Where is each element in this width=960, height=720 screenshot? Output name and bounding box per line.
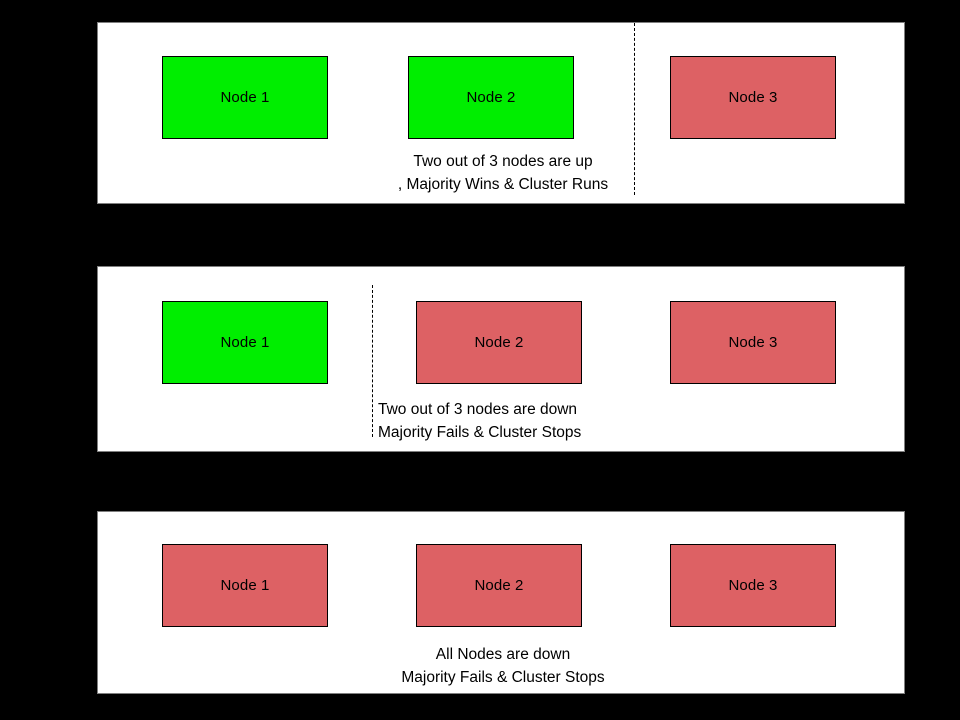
- scenario-panel-majority-up: Node 1 Node 2 Node 3 Two out of 3 nodes …: [97, 22, 905, 204]
- panel2-caption: Two out of 3 nodes are down Majority Fai…: [378, 398, 678, 444]
- node-label: Node 1: [220, 89, 270, 106]
- caption-line-2: , Majority Wins & Cluster Runs: [397, 176, 609, 193]
- node-label: Node 2: [474, 334, 524, 351]
- node-box-panel3-node1[interactable]: Node 1: [162, 544, 328, 627]
- node-label: Node 1: [220, 334, 270, 351]
- dashed-divider-line-icon: [634, 23, 635, 195]
- caption-line-1: All Nodes are down: [435, 646, 571, 663]
- caption-line-1: Two out of 3 nodes are down: [378, 401, 578, 418]
- node-box-panel2-node2[interactable]: Node 2: [416, 301, 582, 384]
- caption-line-2: Majority Fails & Cluster Stops: [378, 424, 582, 441]
- node-box-panel2-node3[interactable]: Node 3: [670, 301, 836, 384]
- caption-line-2: Majority Fails & Cluster Stops: [401, 669, 605, 686]
- scenario-panel-majority-down: Node 1 Node 2 Node 3 Two out of 3 nodes …: [97, 266, 905, 452]
- panel1-caption: Two out of 3 nodes are up , Majority Win…: [370, 150, 636, 196]
- panel3-caption: All Nodes are down Majority Fails & Clus…: [370, 643, 636, 689]
- node-box-panel1-node2[interactable]: Node 2: [408, 56, 574, 139]
- node-label: Node 3: [728, 577, 778, 594]
- node-label: Node 3: [728, 89, 778, 106]
- scenario-panel-all-down: Node 1 Node 2 Node 3 All Nodes are down …: [97, 511, 905, 694]
- node-box-panel2-node1[interactable]: Node 1: [162, 301, 328, 384]
- node-label: Node 2: [474, 577, 524, 594]
- node-label: Node 1: [220, 577, 270, 594]
- node-label: Node 2: [466, 89, 516, 106]
- node-box-panel3-node2[interactable]: Node 2: [416, 544, 582, 627]
- dashed-divider-line-icon: [372, 285, 373, 437]
- caption-line-1: Two out of 3 nodes are up: [413, 153, 593, 170]
- node-box-panel3-node3[interactable]: Node 3: [670, 544, 836, 627]
- node-box-panel1-node3[interactable]: Node 3: [670, 56, 836, 139]
- node-label: Node 3: [728, 334, 778, 351]
- node-box-panel1-node1[interactable]: Node 1: [162, 56, 328, 139]
